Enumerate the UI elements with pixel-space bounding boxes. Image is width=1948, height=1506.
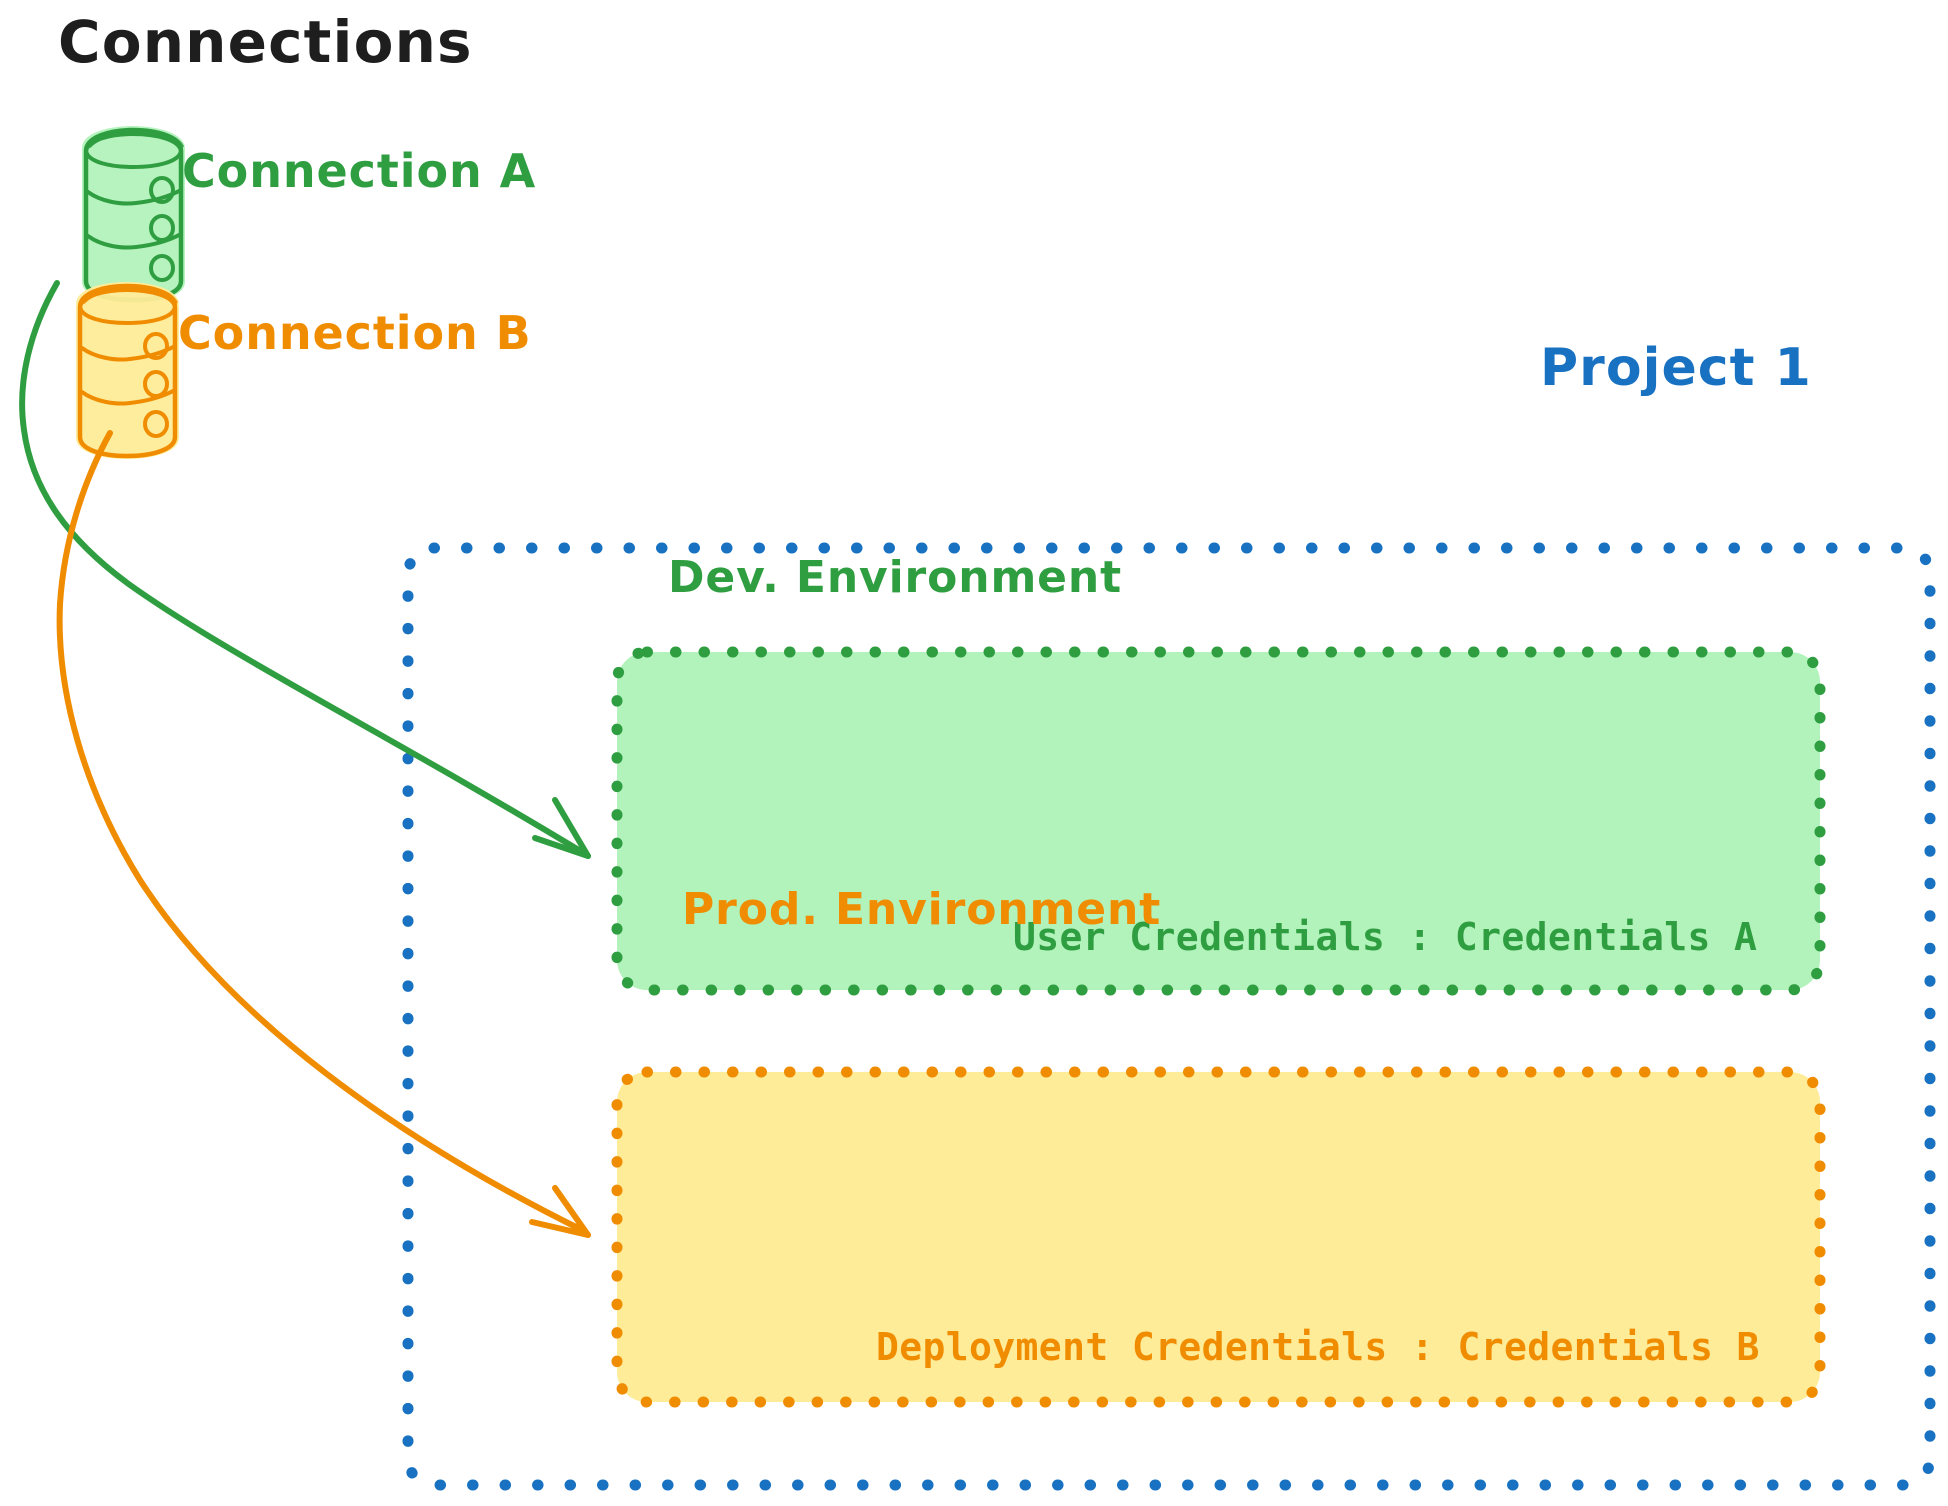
dev-environment-title: Dev. Environment [668,552,1123,603]
arrow-connection-a-to-dev [19,280,591,859]
project-title: Project 1 [1540,338,1812,398]
page-title: Connections [58,8,473,76]
dev-environment-box[interactable] [611,646,1826,996]
connection-b-label: Connection B [178,306,532,360]
database-cylinder-icon-connection-a[interactable] [82,126,185,303]
database-cylinder-icon-connection-b[interactable] [76,282,179,459]
project-container-border [402,542,1936,1491]
connection-a-label: Connection A [182,144,537,198]
prod-environment-title: Prod. Environment [682,884,1162,935]
prod-environment-credentials: Deployment Credentials : Credentials B [876,1325,1760,1369]
prod-environment-box[interactable] [611,1066,1826,1408]
arrow-connection-b-to-prod [56,430,591,1238]
dev-environment-credentials: User Credentials : Credentials A [1013,915,1758,959]
